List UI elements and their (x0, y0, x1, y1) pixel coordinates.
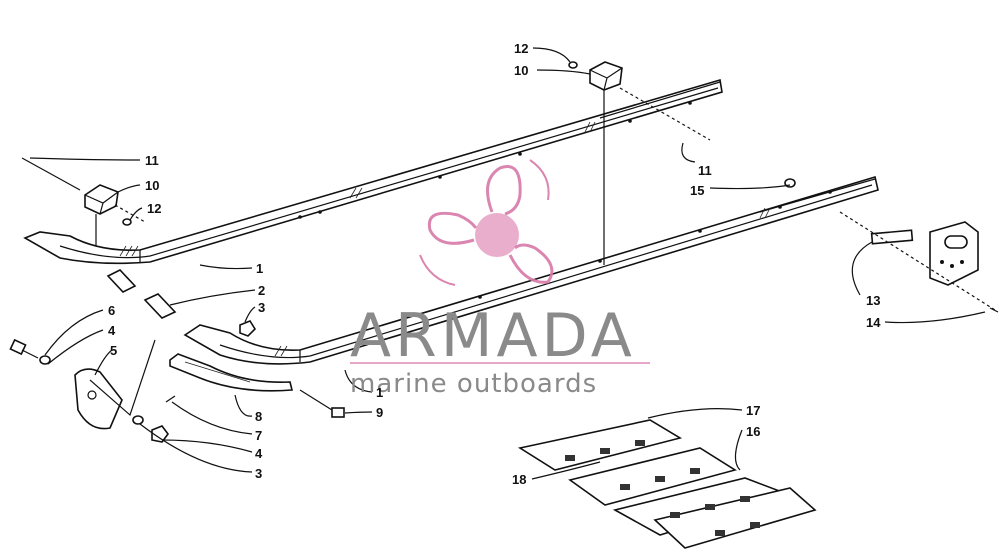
callout-3: 3 (258, 300, 265, 315)
spacer-tube (106, 269, 137, 293)
callout-10: 10 (145, 178, 159, 193)
callout-8: 8 (255, 409, 262, 424)
callout-12: 12 (147, 201, 161, 216)
callout-18: 18 (512, 472, 526, 487)
lower-slide-rail (183, 175, 879, 365)
callout-15: 15 (690, 183, 704, 198)
hardware-upper-left (21, 157, 146, 246)
callout-11: 11 (145, 153, 159, 168)
callout-14: 14 (866, 315, 881, 330)
rear-axle-plate (839, 211, 999, 313)
wear-strip (169, 353, 294, 392)
upper-slide-rail (23, 78, 723, 265)
drive-track (517, 419, 817, 549)
hardware-front (9, 320, 345, 443)
callout-6: 6 (108, 303, 115, 318)
callout-13: 13 (866, 293, 880, 308)
callout-10b: 10 (514, 63, 528, 78)
callout-9: 9 (376, 405, 383, 420)
armada-logo (419, 159, 554, 286)
rail-tip-bracket (74, 368, 123, 430)
callout-5: 5 (110, 343, 117, 358)
hardware-upper-right (568, 61, 796, 265)
callout-3b: 3 (255, 466, 262, 481)
callout-17: 17 (746, 403, 760, 418)
callout-16: 16 (746, 424, 760, 439)
watermark-subtitle: marine outboards (350, 369, 597, 399)
callout-4b: 4 (255, 446, 263, 461)
spacer-tube (143, 293, 177, 319)
callout-11b: 11 (698, 163, 712, 178)
callout-labels: 11 10 12 1 2 3 6 4 5 8 7 4 3 1 9 12 10 1… (108, 41, 881, 487)
callout-1b: 1 (376, 385, 383, 400)
callout-7: 7 (255, 428, 262, 443)
watermark-title: ARMADA (350, 301, 636, 371)
callout-4: 4 (108, 323, 116, 338)
leader-lines (29, 47, 986, 480)
callout-1: 1 (256, 261, 263, 276)
callout-2: 2 (258, 283, 265, 298)
callout-12b: 12 (514, 41, 528, 56)
